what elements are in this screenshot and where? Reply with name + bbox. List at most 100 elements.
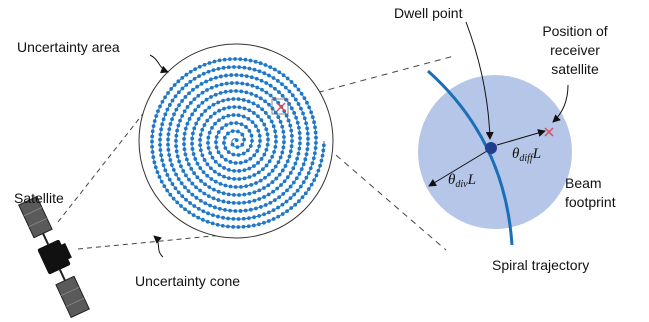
spiral-dot <box>266 219 271 223</box>
x-marker-icon <box>544 127 554 137</box>
spiral-dot <box>170 182 175 186</box>
spiral-dot <box>212 111 217 116</box>
spiral-dot <box>268 200 273 205</box>
spiral-dot <box>167 127 172 132</box>
spiral-dot <box>214 84 219 88</box>
spiral-dot <box>287 89 292 94</box>
spiral-dot <box>270 180 275 184</box>
spiral-dot <box>306 187 311 191</box>
spiral-dot <box>305 147 310 152</box>
spiral-dot <box>177 103 181 108</box>
spiral-dot <box>174 172 178 177</box>
spiral-dot <box>190 112 195 117</box>
spiral-dot <box>243 57 248 62</box>
spiral-dot <box>276 115 281 119</box>
spiral-dot <box>247 166 252 171</box>
spiral-dot <box>295 120 300 125</box>
spiral-dot <box>241 114 246 119</box>
spiral-dot <box>186 189 191 194</box>
spiral-dot <box>239 89 244 94</box>
spiral-dot <box>165 107 170 112</box>
spiral-dot <box>221 98 226 103</box>
spiral-dot <box>280 124 285 129</box>
spiral-dot <box>252 215 256 220</box>
spiral-dot <box>307 105 312 110</box>
spiral-dot <box>309 182 314 187</box>
spiral-dot <box>214 140 218 145</box>
spiral-dot <box>162 184 167 189</box>
spiral-dot <box>221 191 226 196</box>
spiral-dot <box>230 142 235 147</box>
spiral-dot <box>182 109 187 114</box>
dwell-point-pointer <box>465 21 494 140</box>
spiral-dot <box>167 103 172 107</box>
spiral-dot <box>319 158 324 163</box>
receiver-pointer <box>552 84 569 123</box>
spiral-dot <box>172 112 176 117</box>
spiral-dot <box>247 216 251 221</box>
spiral-dot <box>241 224 246 229</box>
spiral-dot <box>242 137 247 142</box>
spiral-dot <box>299 106 303 111</box>
spiral-dot <box>244 184 249 189</box>
spiral-dot <box>289 106 294 111</box>
spiral-dot <box>220 126 224 131</box>
spiral-dot <box>175 200 180 205</box>
spiral-dot <box>247 108 252 113</box>
spiral-dot <box>213 205 217 210</box>
spiral-dot <box>265 142 270 147</box>
spiral-dot <box>219 154 224 159</box>
spiral-dot <box>224 123 229 127</box>
spiral-dot <box>182 147 187 152</box>
spiral-dot <box>284 97 288 102</box>
spiral-dot <box>198 148 203 153</box>
spiral-dot <box>158 104 162 109</box>
spiral-dot <box>311 156 316 161</box>
spiral-dot <box>255 149 260 153</box>
spiral-dot <box>245 82 250 87</box>
spiral-dot <box>216 100 221 105</box>
spiral-dot <box>260 107 265 112</box>
spiral-dot <box>270 154 275 159</box>
spiral-dot <box>203 201 208 206</box>
spiral-dot <box>211 68 216 72</box>
spiral-dot <box>300 195 305 200</box>
spiral-dot <box>240 81 245 86</box>
spiral-dot <box>280 93 285 98</box>
spiral-dot <box>217 206 222 211</box>
spiral-dot <box>280 150 285 155</box>
spiral-dot <box>237 169 242 173</box>
spiral-dot <box>231 113 236 117</box>
spiral-dot <box>318 163 322 168</box>
spiral-dot <box>165 173 170 177</box>
spiral-dot <box>263 99 267 104</box>
spiral-dot <box>167 177 172 182</box>
spiral-dot <box>217 118 221 123</box>
spiral-dot <box>197 64 202 69</box>
spiral-dot <box>173 186 178 191</box>
spiral-dot <box>313 130 318 135</box>
spiral-dot <box>152 160 157 165</box>
spiral-dot <box>193 157 198 161</box>
spiral-dot <box>231 152 236 157</box>
spiral-dot <box>264 163 269 168</box>
spiral-dot <box>206 211 210 216</box>
spiral-dot <box>174 133 179 138</box>
spiral-dot <box>210 155 215 160</box>
spiral-dot <box>196 104 201 109</box>
spiral-trajectory-label: Spiral trajectory <box>492 257 589 273</box>
spiral-dot <box>280 202 285 207</box>
spiral-dot <box>261 167 265 172</box>
spiral-dot <box>292 111 297 115</box>
spiral-dot <box>215 222 220 227</box>
spiral-dot <box>227 105 231 110</box>
spiral-dot <box>312 120 316 125</box>
spiral-dot <box>207 130 212 135</box>
spiral-dot <box>166 142 170 147</box>
spiral-dot <box>251 223 256 228</box>
spiral-dot <box>305 126 310 131</box>
spiral-dot <box>240 132 245 137</box>
spiral-dot <box>236 225 241 229</box>
spiral-dot <box>185 105 190 109</box>
spiral-dot <box>230 129 235 134</box>
